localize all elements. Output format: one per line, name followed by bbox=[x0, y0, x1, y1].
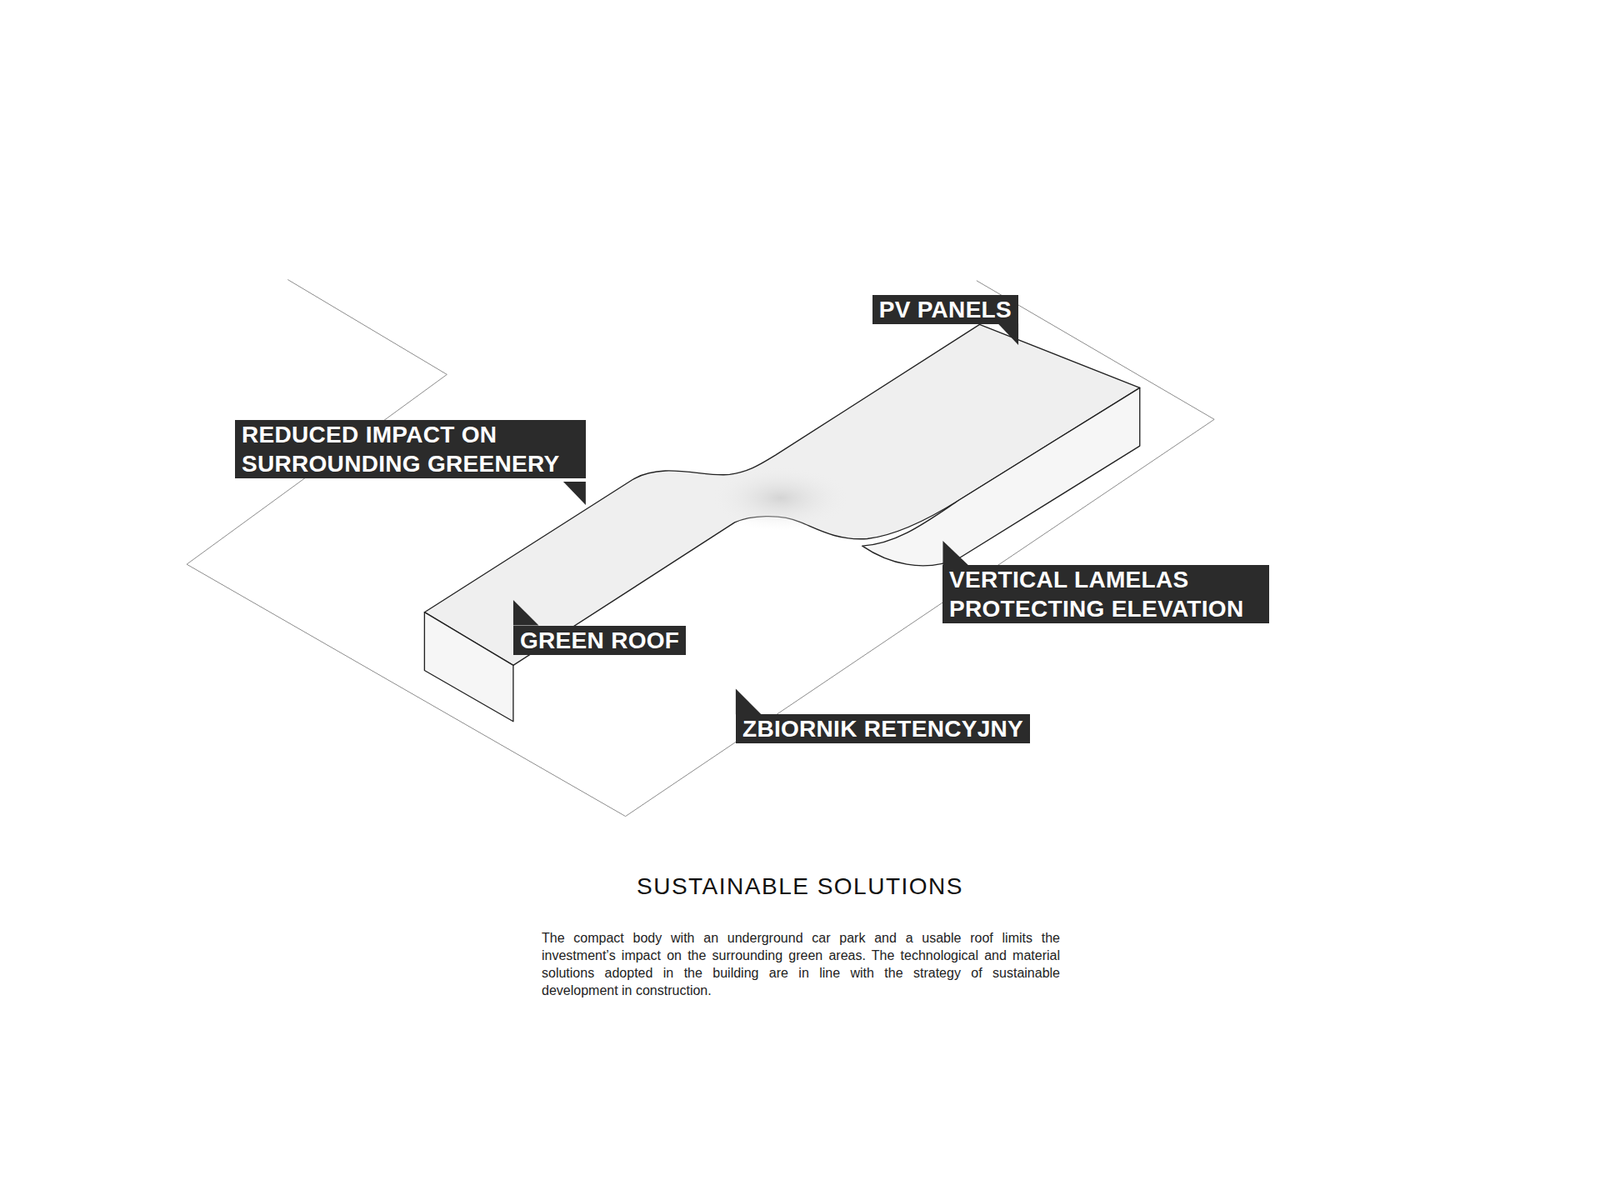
callout-label: ZBIORNIK RETENCYJNY bbox=[735, 714, 1030, 744]
site-outline bbox=[186, 280, 1215, 817]
diagram-title: SUSTAINABLE SOLUTIONS bbox=[0, 873, 1600, 900]
building-volume bbox=[424, 324, 1140, 721]
callout-label: REDUCED IMPACT ON SURROUNDING GREENERY bbox=[235, 420, 586, 479]
callout-label: VERTICAL LAMELAS PROTECTING ELEVATION bbox=[942, 565, 1270, 624]
callout-label: GREEN ROOF bbox=[513, 625, 686, 655]
callout-pointers bbox=[513, 323, 1019, 715]
caption-text: The compact body with an underground car… bbox=[541, 929, 1060, 1000]
callout-label: PV PANELS bbox=[872, 295, 1019, 325]
